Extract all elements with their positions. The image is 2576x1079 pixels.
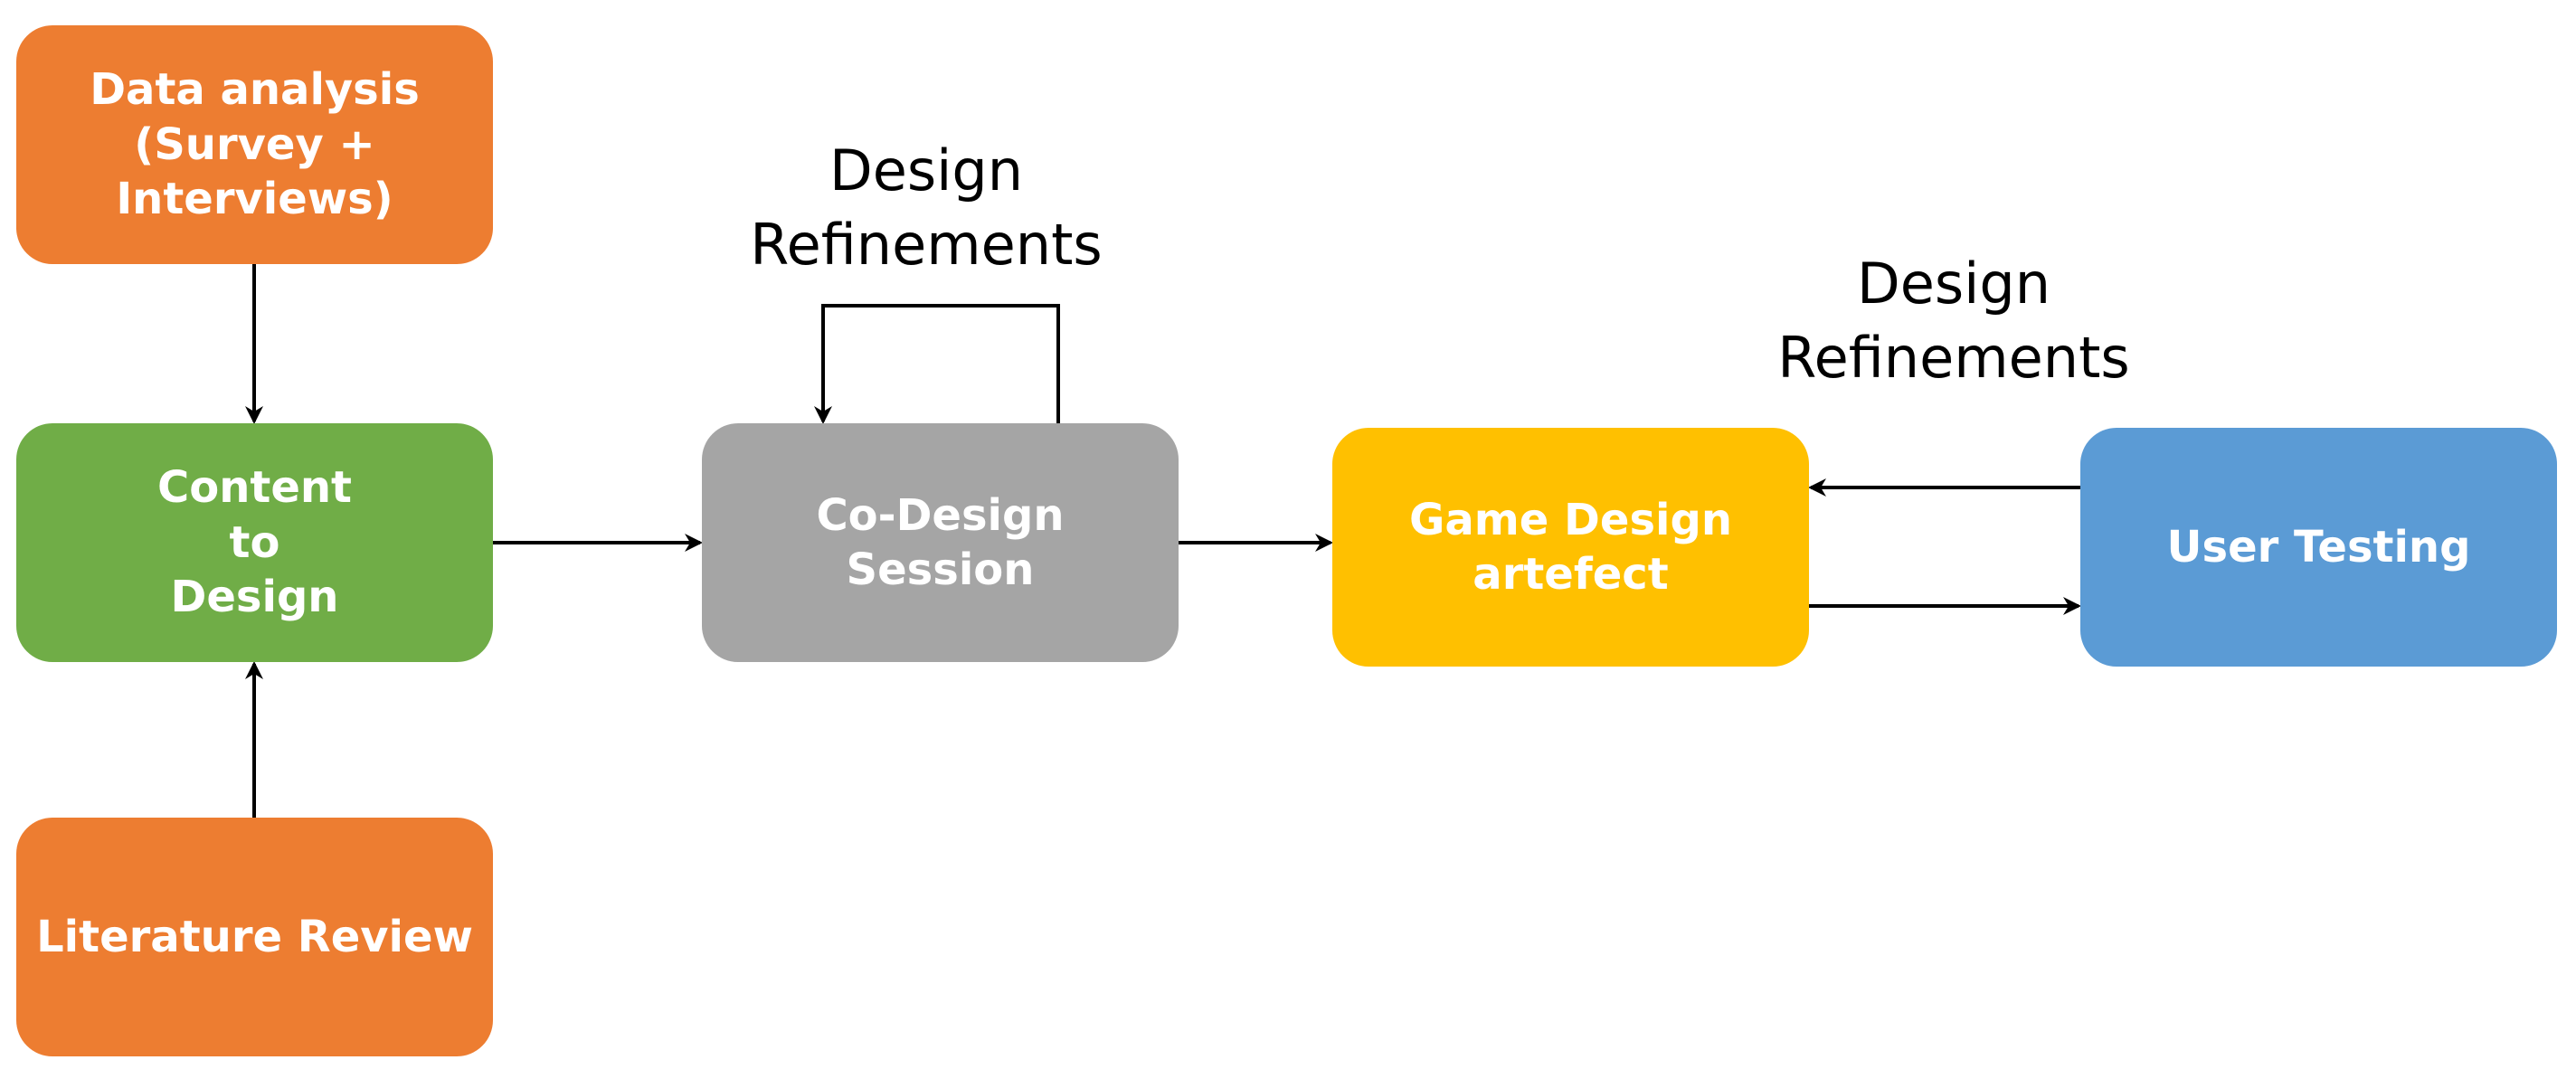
- design-refinements-label-testing: Design Refinements: [1777, 251, 2130, 391]
- literature-review-node: Literature Review: [16, 818, 493, 1056]
- game-design-artefact-node: Game Design artefect: [1332, 428, 1809, 667]
- co-design-session-node: Co-Design Session: [702, 423, 1179, 662]
- design-refinements-label-codesign: Design Refinements: [750, 137, 1103, 278]
- user-testing-node: User Testing: [2080, 428, 2557, 667]
- data-analysis-node: Data analysis (Survey + Interviews): [16, 25, 493, 264]
- arrow-codesign-refinement-loop: [814, 304, 1060, 424]
- content-to-design-node: Content to Design: [16, 423, 493, 662]
